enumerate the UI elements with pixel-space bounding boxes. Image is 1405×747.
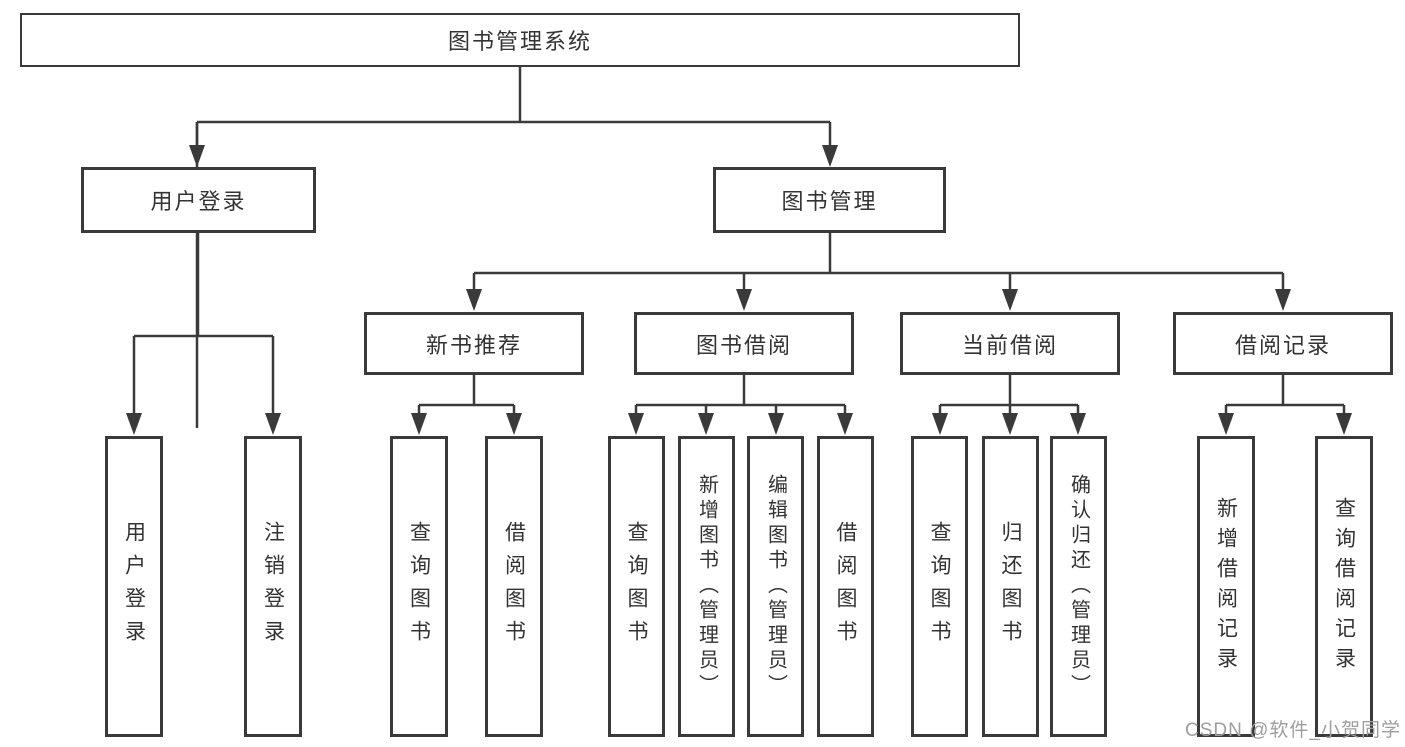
leaf-borrow-books-recommend: 借阅图书 bbox=[485, 436, 543, 737]
node-label: 图书借阅 bbox=[695, 332, 792, 358]
node-label: 图书管理系统 bbox=[447, 29, 592, 54]
leaf-label: 用户登录 bbox=[122, 520, 146, 653]
csdn-watermark: CSDN @软件_小贺同学 bbox=[1185, 720, 1401, 741]
leaf-confirm-return-admin: 确认归还（管理员） bbox=[1050, 436, 1107, 737]
leaf-label: 注销登录 bbox=[261, 520, 285, 653]
node-book-management: 图书管理 bbox=[713, 167, 946, 233]
leaf-add-borrow-record: 新增借阅记录 bbox=[1197, 436, 1255, 737]
node-library-management-system: 图书管理系统 bbox=[20, 13, 1020, 67]
leaf-label: 查询图书 bbox=[407, 520, 431, 653]
leaf-query-borrow-record: 查询借阅记录 bbox=[1315, 436, 1373, 737]
leaf-query-books-recommend: 查询图书 bbox=[390, 436, 448, 737]
leaf-query-books-current: 查询图书 bbox=[911, 436, 968, 737]
leaf-label: 确认归还（管理员） bbox=[1067, 474, 1090, 699]
node-label: 借阅记录 bbox=[1234, 332, 1331, 358]
node-user-login: 用户登录 bbox=[81, 167, 316, 233]
leaf-label: 借阅图书 bbox=[834, 520, 857, 653]
node-label: 新书推荐 bbox=[425, 332, 522, 358]
leaf-label: 借阅图书 bbox=[502, 520, 526, 653]
leaf-label: 编辑图书（管理员） bbox=[764, 474, 787, 699]
leaf-logout: 注销登录 bbox=[244, 436, 302, 737]
node-label: 图书管理 bbox=[781, 189, 878, 214]
leaf-label: 归还图书 bbox=[999, 520, 1022, 653]
node-label: 当前借阅 bbox=[961, 332, 1058, 358]
leaf-user-login: 用户登录 bbox=[105, 436, 163, 737]
connector-arrowheads bbox=[126, 145, 1352, 435]
node-label: 用户登录 bbox=[150, 189, 247, 214]
node-new-book-recommendation: 新书推荐 bbox=[364, 312, 584, 375]
node-book-borrowing: 图书借阅 bbox=[634, 312, 854, 375]
leaf-label: 查询借阅记录 bbox=[1332, 496, 1356, 677]
node-borrowing-records: 借阅记录 bbox=[1173, 312, 1393, 375]
leaf-label: 查询图书 bbox=[625, 520, 648, 653]
leaf-edit-book-admin: 编辑图书（管理员） bbox=[747, 436, 804, 737]
leaf-add-book-admin: 新增图书（管理员） bbox=[678, 436, 735, 737]
leaf-borrow-books-borrowing: 借阅图书 bbox=[817, 436, 874, 737]
leaf-query-books-borrowing: 查询图书 bbox=[608, 436, 665, 737]
leaf-return-book: 归还图书 bbox=[982, 436, 1039, 737]
node-current-borrowing: 当前借阅 bbox=[900, 312, 1120, 375]
leaf-label: 新增借阅记录 bbox=[1214, 496, 1238, 677]
leaf-label: 查询图书 bbox=[928, 520, 951, 653]
leaf-label: 新增图书（管理员） bbox=[695, 474, 718, 699]
